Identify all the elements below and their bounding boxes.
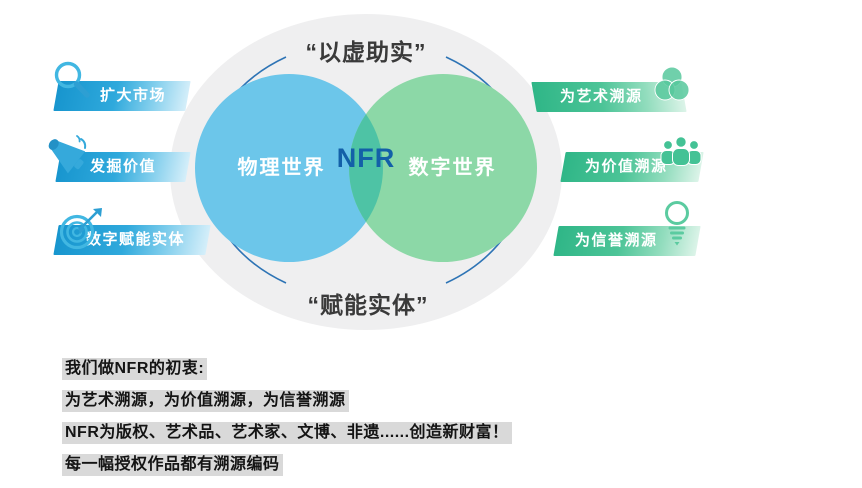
banner-trace-value: 为价值溯源 [560, 152, 704, 182]
banner-label: 为艺术溯源 [560, 88, 643, 105]
banner-expand-market: 扩大市场 [53, 81, 191, 111]
bottom-title: “赋能实体” [307, 292, 429, 318]
note-line-1: 我们做NFR的初衷: [62, 358, 208, 380]
banner-discover-value: 发掘价值 [55, 152, 191, 182]
physical-world-circle [195, 74, 383, 262]
digital-world-circle [349, 74, 537, 262]
note-line-4: 每一幅授权作品都有溯源编码 [62, 454, 283, 476]
banner-label: 发掘价值 [90, 158, 157, 175]
top-title: “以虚助实” [305, 39, 427, 65]
banner-trace-art: 为艺术溯源 [531, 82, 687, 112]
banner-label: 数字赋能实体 [86, 231, 186, 248]
note-line-3: NFR为版权、艺术品、艺术家、文博、非遗......创造新财富！ [62, 422, 512, 444]
banner-digital-empower: 数字赋能实体 [53, 225, 211, 255]
banner-label: 扩大市场 [100, 87, 167, 104]
note-line-2: 为艺术溯源，为价值溯源，为信誉溯源 [62, 390, 349, 412]
digital-world-label: 数字世界 [408, 157, 497, 179]
banner-label: 为信誉溯源 [575, 232, 658, 249]
nfr-label: NFR [336, 143, 396, 173]
physical-world-label: 物理世界 [237, 157, 326, 179]
venn-overlap [349, 114, 383, 222]
banner-trace-reputation: 为信誉溯源 [553, 226, 701, 256]
banner-label: 为价值溯源 [585, 158, 668, 175]
notes-section: 我们做NFR的初衷: 为艺术溯源，为价值溯源，为信誉溯源 NFR为版权、艺术品、… [62, 358, 512, 486]
